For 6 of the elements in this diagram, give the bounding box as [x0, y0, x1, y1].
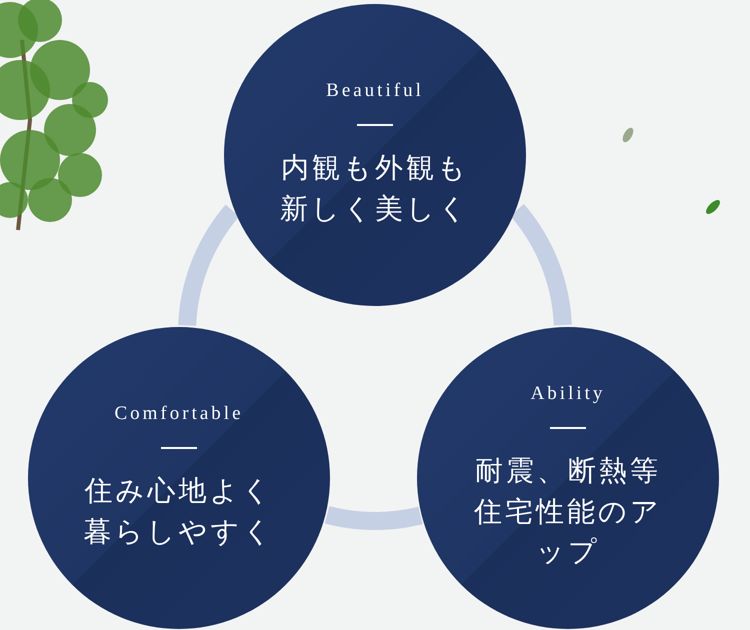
- heading: Beautiful: [326, 80, 424, 102]
- description: 耐震、断熱等住宅性能のアップ: [473, 453, 663, 570]
- description: 住み心地よく暮らしやすく: [82, 473, 276, 550]
- description: 内観も外観も新しく美しく: [279, 150, 471, 227]
- heading: Ability: [530, 383, 606, 406]
- heading: Comfortable: [114, 403, 244, 426]
